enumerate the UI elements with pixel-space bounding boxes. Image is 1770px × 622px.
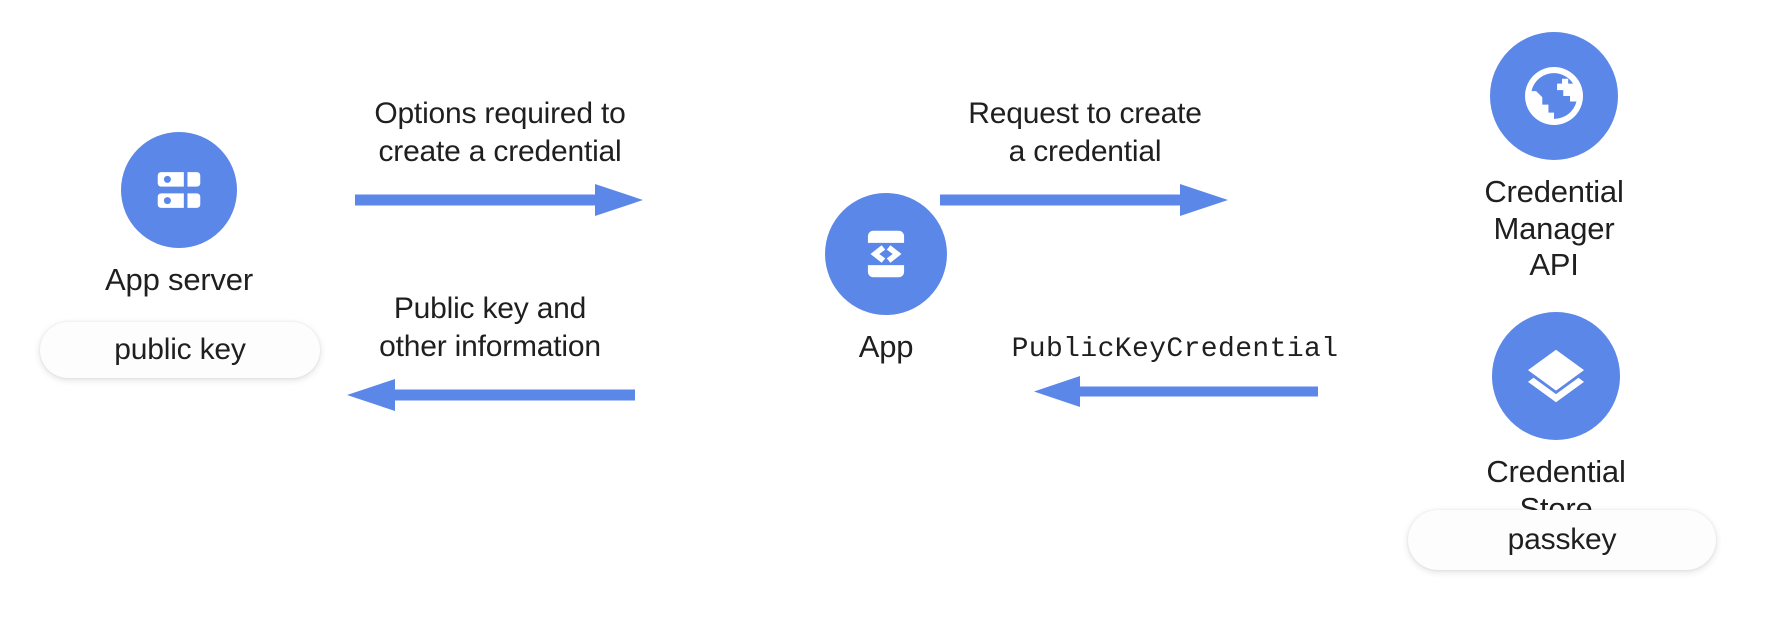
layers-icon — [1521, 341, 1591, 411]
device-code-icon — [855, 223, 917, 285]
globe-icon — [1517, 59, 1591, 133]
arrow-caption-public-key-info: Public key and other information — [379, 292, 601, 363]
app-circle — [825, 193, 947, 315]
server-icon — [150, 161, 208, 219]
node-label-credential-store: Credential Store — [1486, 454, 1626, 526]
chip-passkey-label: passkey — [1507, 523, 1617, 556]
chip-public-key-label: public key — [114, 333, 246, 366]
arrow-caption-options-required: Options required to create a credential — [374, 97, 626, 168]
node-label-credential-manager-api: Credential Manager API — [1484, 174, 1624, 283]
chip-passkey: passkey — [1408, 510, 1716, 570]
node-label-app-server: App server — [105, 262, 253, 297]
arrow-public-key-credential: PublicKeyCredential — [1012, 332, 1338, 409]
arrow-right-icon — [355, 184, 643, 216]
arrow-left-icon — [347, 379, 635, 411]
node-credential-store: Credential Store — [1486, 312, 1626, 527]
arrow-public-key-info: Public key and other information — [340, 290, 640, 413]
node-app-server: App server — [104, 132, 254, 299]
arrow-request-to-create: Request to create a credential — [935, 95, 1235, 218]
node-label-app: App — [858, 329, 914, 364]
app-server-circle — [121, 132, 237, 248]
arrow-left-icon — [1034, 376, 1318, 407]
node-app: App — [825, 193, 947, 366]
arrow-right-icon — [940, 184, 1228, 216]
node-credential-manager-api: Credential Manager API — [1484, 32, 1624, 284]
arrow-caption-public-key-credential: PublicKeyCredential — [1011, 334, 1339, 365]
credential-store-circle — [1492, 312, 1620, 440]
arrow-caption-request-to-create: Request to create a credential — [968, 97, 1202, 168]
arrow-options-required: Options required to create a credential — [350, 95, 650, 218]
credential-manager-api-circle — [1490, 32, 1618, 160]
chip-public-key: public key — [40, 322, 320, 378]
